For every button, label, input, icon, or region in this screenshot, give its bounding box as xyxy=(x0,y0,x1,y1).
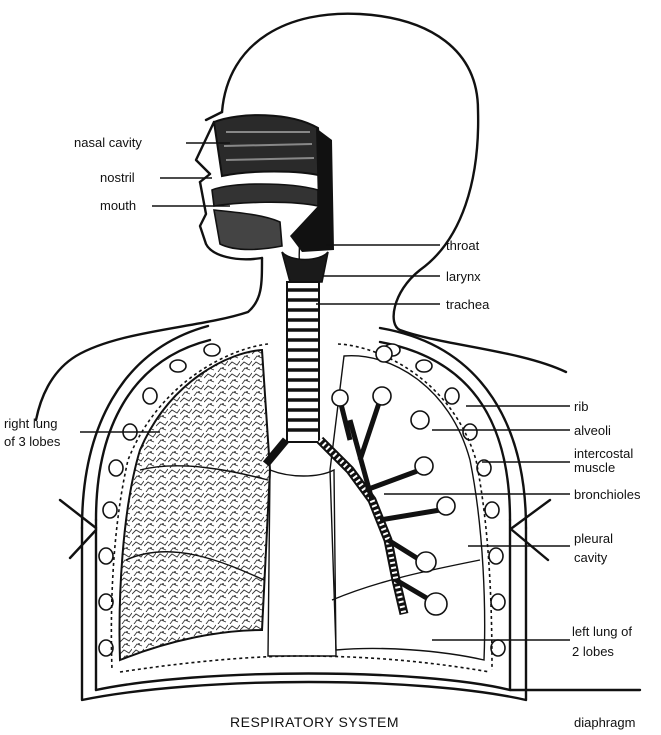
right-lung xyxy=(120,350,270,660)
label-pleural-line1: pleural xyxy=(574,531,613,546)
label-intercostal-line2: muscle xyxy=(574,460,615,475)
label-diaphragm: diaphragm xyxy=(574,715,635,730)
label-nostril: nostril xyxy=(100,170,135,185)
label-pleural-line2: cavity xyxy=(574,550,608,565)
label-left-lung-line2: 2 lobes xyxy=(572,644,614,659)
label-throat: throat xyxy=(446,238,480,253)
label-nasal-cavity: nasal cavity xyxy=(74,135,142,150)
label-mouth: mouth xyxy=(100,198,136,213)
diagram-caption: RESPIRATORY SYSTEM xyxy=(230,714,399,730)
mediastinum xyxy=(268,470,336,656)
label-rib: rib xyxy=(574,399,588,414)
label-larynx: larynx xyxy=(446,269,481,284)
label-intercostal-line1: intercostal xyxy=(574,446,633,461)
label-alveoli: alveoli xyxy=(574,423,611,438)
label-left-lung-line1: left lung of xyxy=(572,624,632,639)
label-bronchioles: bronchioles xyxy=(574,487,641,502)
label-right-lung-line1: right lung xyxy=(4,416,57,431)
larynx-trachea xyxy=(282,252,328,442)
label-trachea: trachea xyxy=(446,297,490,312)
label-right-lung-line2: of 3 lobes xyxy=(4,434,61,449)
face xyxy=(196,115,334,259)
